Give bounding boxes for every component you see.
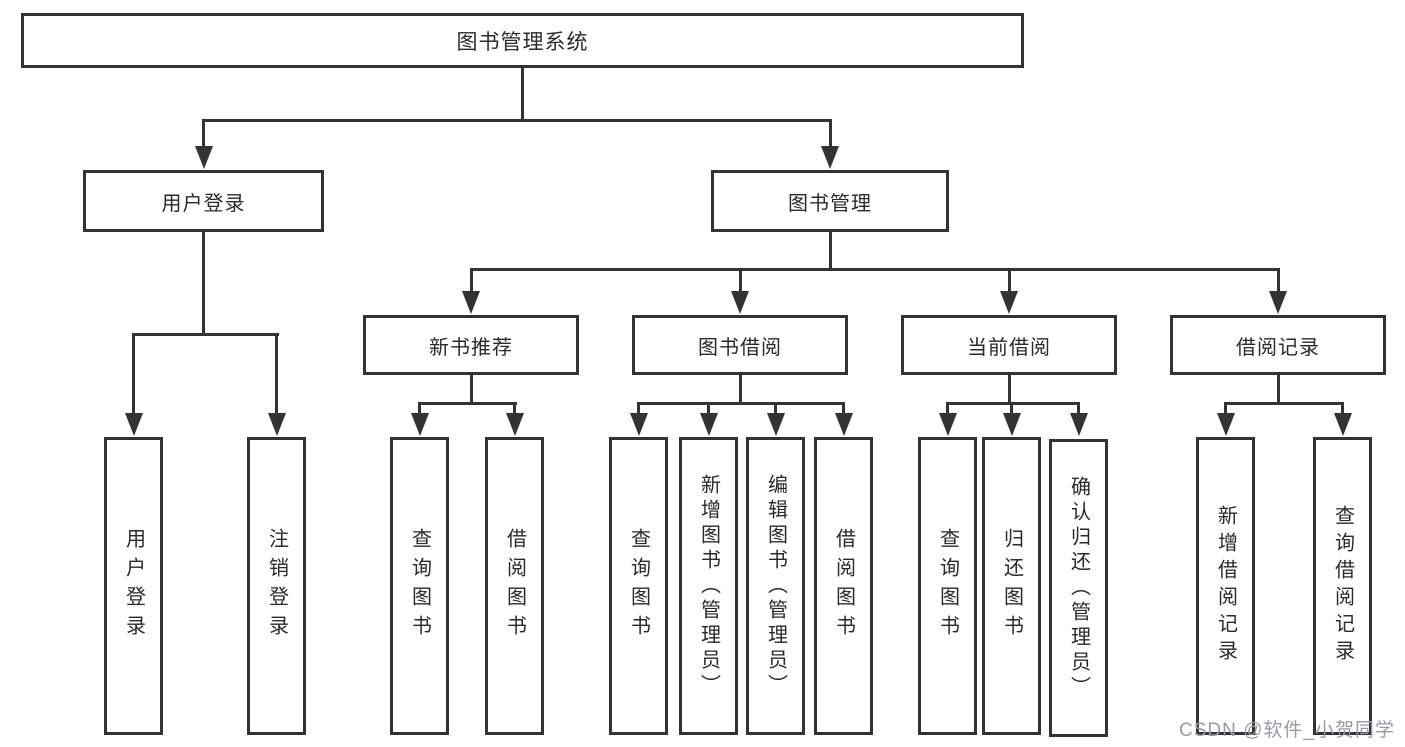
node-label: 借阅图书: [503, 528, 526, 644]
node-borrowing-records: 借阅记录: [1170, 315, 1386, 375]
leaf-logout: 注销登录: [247, 437, 306, 735]
arrow-down-icon: [731, 291, 749, 314]
node-label: 新书推荐: [429, 336, 513, 359]
connector-line: [275, 333, 278, 416]
connector-line: [132, 333, 279, 336]
arrow-down-icon: [267, 413, 286, 436]
connector-line: [707, 402, 710, 414]
connector-line: [202, 119, 831, 122]
node-label: 确认归还（管理员）: [1067, 475, 1090, 701]
node-new-book-recommend: 新书推荐: [363, 315, 579, 375]
node-label: 注销登录: [265, 528, 288, 644]
leaf-borrowing-query-books: 查询图书: [609, 437, 668, 735]
connector-line: [1010, 402, 1013, 414]
leaf-current-return-books: 归还图书: [982, 437, 1041, 735]
leaf-recommend-query-books: 查询图书: [390, 437, 449, 735]
arrow-down-icon: [699, 413, 718, 436]
connector-line: [637, 402, 640, 414]
connector-line: [738, 375, 742, 405]
leaf-user-login: 用户登录: [104, 437, 163, 735]
connector-line: [946, 402, 949, 414]
arrow-down-icon: [1000, 291, 1018, 314]
node-label: 用户登录: [122, 528, 145, 644]
arrow-down-icon: [766, 413, 785, 436]
connector-line: [418, 402, 421, 414]
leaf-records-add-record: 新增借阅记录: [1196, 437, 1255, 735]
arrow-down-icon: [505, 413, 524, 436]
connector-line: [1224, 402, 1344, 405]
node-label: 图书管理: [788, 192, 872, 215]
node-label: 用户登录: [161, 192, 246, 215]
node-label: 新增图书（管理员）: [697, 473, 720, 699]
arrow-down-icon: [124, 413, 143, 436]
arrow-down-icon: [821, 146, 839, 169]
connector-line: [828, 232, 832, 270]
arrow-down-icon: [1069, 413, 1088, 436]
node-current-borrowing: 当前借阅: [901, 315, 1117, 375]
node-label: 查询图书: [408, 528, 431, 644]
connector-line: [513, 402, 516, 414]
arrow-down-icon: [462, 291, 480, 314]
node-label: 借阅记录: [1236, 336, 1320, 359]
node-label: 图书管理系统: [456, 30, 589, 54]
leaf-recommend-borrow-books: 借阅图书: [485, 437, 544, 735]
node-label: 借阅图书: [832, 528, 855, 644]
connector-line: [774, 402, 777, 414]
connector-line: [202, 119, 205, 149]
connector-line: [1276, 268, 1280, 294]
connector-line: [1341, 402, 1344, 414]
connector-line: [842, 402, 845, 414]
connector-line: [738, 268, 742, 294]
connector-line: [1077, 402, 1080, 414]
connector-line: [637, 402, 845, 405]
leaf-borrowing-edit-books-admin: 编辑图书（管理员）: [746, 437, 805, 735]
connector-line: [521, 68, 524, 120]
node-label: 图书借阅: [698, 336, 782, 359]
arrow-down-icon: [1333, 413, 1352, 436]
leaf-borrowing-borrow-books: 借阅图书: [814, 437, 873, 735]
connector-line: [469, 268, 1280, 271]
node-label: 查询图书: [627, 528, 650, 644]
connector-line: [469, 268, 473, 294]
csdn-watermark: CSDN @软件_小贺同学: [1179, 720, 1395, 741]
leaf-current-confirm-return-admin: 确认归还（管理员）: [1049, 439, 1108, 737]
arrow-down-icon: [194, 146, 213, 169]
connector-line: [828, 119, 832, 149]
connector-line: [946, 402, 1080, 405]
node-label: 归还图书: [1000, 528, 1023, 644]
arrow-down-icon: [1002, 413, 1021, 436]
node-label: 查询借阅记录: [1331, 505, 1354, 667]
node-label: 当前借阅: [967, 336, 1051, 359]
node-user-login: 用户登录: [83, 170, 324, 232]
connector-line: [1007, 268, 1011, 294]
connector-line: [1276, 375, 1280, 405]
connector-line: [1224, 402, 1227, 414]
arrow-down-icon: [834, 413, 853, 436]
node-label: 编辑图书（管理员）: [764, 473, 787, 699]
connector-line: [469, 375, 473, 405]
leaf-current-query-books: 查询图书: [918, 437, 977, 735]
node-label: 新增借阅记录: [1214, 505, 1237, 667]
connector-line: [132, 333, 135, 416]
connector-line: [202, 232, 205, 336]
connector-line: [1007, 375, 1011, 405]
node-book-management: 图书管理: [711, 170, 949, 232]
leaf-records-query-record: 查询借阅记录: [1313, 437, 1372, 735]
arrow-down-icon: [410, 413, 429, 436]
arrow-down-icon: [629, 413, 648, 436]
connector-line: [418, 402, 517, 405]
node-label: 查询图书: [936, 528, 959, 644]
arrow-down-icon: [1269, 291, 1287, 314]
arrow-down-icon: [1216, 413, 1235, 436]
arrow-down-icon: [938, 413, 957, 436]
node-book-borrowing: 图书借阅: [632, 315, 848, 375]
leaf-borrowing-add-books-admin: 新增图书（管理员）: [679, 437, 738, 735]
node-library-management-system: 图书管理系统: [21, 13, 1024, 68]
